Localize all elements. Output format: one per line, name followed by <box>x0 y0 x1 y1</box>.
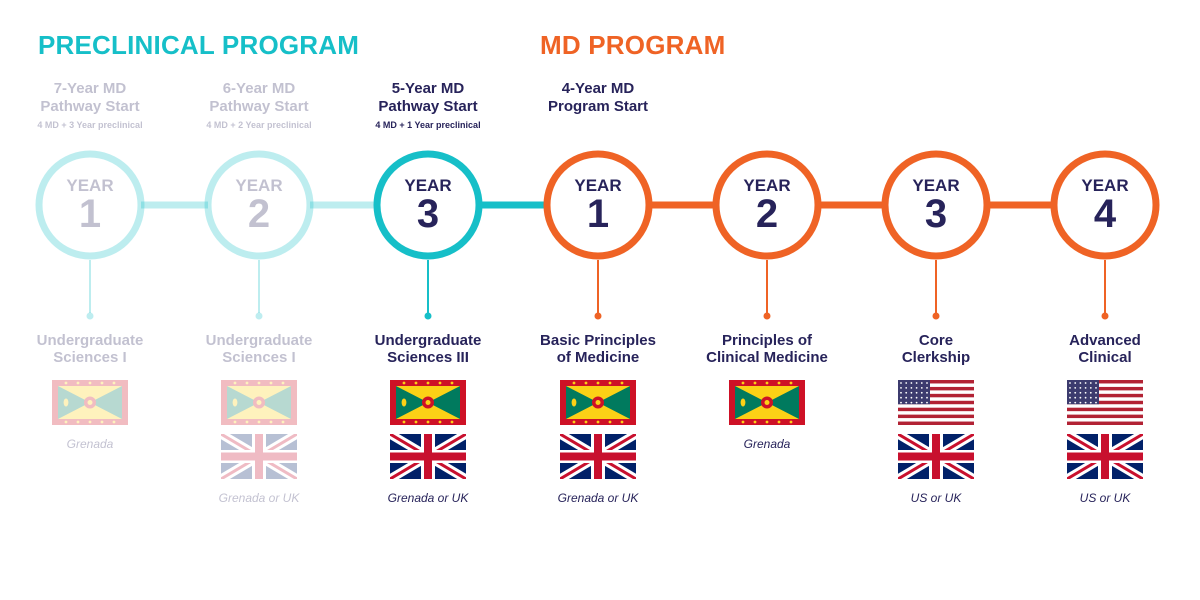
location-flags: US or UK <box>1020 380 1190 505</box>
pathway-start-title: 6-Year MD Pathway Start <box>209 80 309 115</box>
year-circle <box>1050 150 1160 260</box>
course-title: Undergraduate Sciences III <box>374 332 482 366</box>
location-flags: US or UK <box>851 380 1021 505</box>
location-flags: Grenada <box>5 380 175 451</box>
course-title: Undergraduate Sciences I <box>36 332 144 366</box>
location-flags: Grenada or UK <box>343 380 513 505</box>
year-word: YEAR <box>743 176 791 195</box>
pathway-start-label: 4-Year MD Program Start <box>513 80 683 116</box>
year-number: 3 <box>924 192 948 236</box>
location-text: Grenada <box>743 437 791 451</box>
year-circle <box>543 150 653 260</box>
pathway-start-title: 5-Year MD Pathway Start <box>378 80 478 115</box>
pathway-start-label: 6-Year MD Pathway Start 4 MD + 2 Year pre… <box>174 80 344 130</box>
year-number: 4 <box>1093 192 1117 236</box>
course-title: Undergraduate Sciences I <box>205 332 313 366</box>
grenada-flag <box>390 380 466 425</box>
grenada-flag <box>52 380 128 425</box>
course-title: Principles of Clinical Medicine <box>706 332 828 366</box>
pathway-start-subtitle: 4 MD + 3 Year preclinical <box>37 120 143 130</box>
location-text: US or UK <box>910 491 962 505</box>
course-title: Advanced Clinical <box>1069 332 1141 366</box>
timeline-dot <box>255 312 263 320</box>
pathway-start-subtitle: 4 MD + 2 Year preclinical <box>206 120 312 130</box>
uk-flag <box>390 434 466 479</box>
timeline-dot <box>86 312 94 320</box>
timeline-dot <box>594 312 602 320</box>
timeline-dot <box>424 312 432 320</box>
uk-flag <box>221 434 297 479</box>
preclinical-program-heading: PRECLINICAL PROGRAM <box>38 30 360 60</box>
year-circle <box>373 150 483 260</box>
location-text: Grenada or UK <box>557 491 639 505</box>
timeline-dot <box>1101 312 1109 320</box>
course-title: Basic Principles of Medicine <box>540 332 656 366</box>
timeline-dot <box>763 312 771 320</box>
year-circle <box>712 150 822 260</box>
us-flag <box>898 380 974 425</box>
location-text: Grenada or UK <box>387 491 469 505</box>
location-text: Grenada <box>66 437 114 451</box>
location-flags: Grenada or UK <box>174 380 344 505</box>
year-word: YEAR <box>235 176 283 195</box>
location-text: Grenada or UK <box>218 491 300 505</box>
uk-flag <box>1067 434 1143 479</box>
year-number: 2 <box>247 192 271 236</box>
year-word: YEAR <box>574 176 622 195</box>
uk-flag <box>560 434 636 479</box>
us-flag <box>1067 380 1143 425</box>
grenada-flag <box>729 380 805 425</box>
location-flags: Grenada or UK <box>513 380 683 505</box>
timeline-dot <box>932 312 940 320</box>
pathway-start-title: 7-Year MD Pathway Start <box>40 80 140 115</box>
course-title: Core Clerkship <box>901 332 971 366</box>
pathway-start-label: 7-Year MD Pathway Start 4 MD + 3 Year pre… <box>5 80 175 130</box>
year-word: YEAR <box>1081 176 1129 195</box>
location-flags: Grenada <box>682 380 852 451</box>
pathway-start-title: 4-Year MD Program Start <box>547 80 649 115</box>
year-number: 1 <box>586 192 610 236</box>
year-circle <box>35 150 145 260</box>
year-word: YEAR <box>912 176 960 195</box>
year-circle <box>881 150 991 260</box>
year-word: YEAR <box>404 176 452 195</box>
md-program-heading: MD PROGRAM <box>540 30 726 60</box>
year-number: 3 <box>416 192 440 236</box>
grenada-flag <box>221 380 297 425</box>
year-number: 1 <box>78 192 102 236</box>
grenada-flag <box>560 380 636 425</box>
location-text: US or UK <box>1079 491 1131 505</box>
year-circle <box>204 150 314 260</box>
pathway-start-subtitle: 4 MD + 1 Year preclinical <box>375 120 481 130</box>
pathway-start-label: 5-Year MD Pathway Start 4 MD + 1 Year pre… <box>343 80 513 130</box>
uk-flag <box>898 434 974 479</box>
year-number: 2 <box>755 192 779 236</box>
year-word: YEAR <box>66 176 114 195</box>
